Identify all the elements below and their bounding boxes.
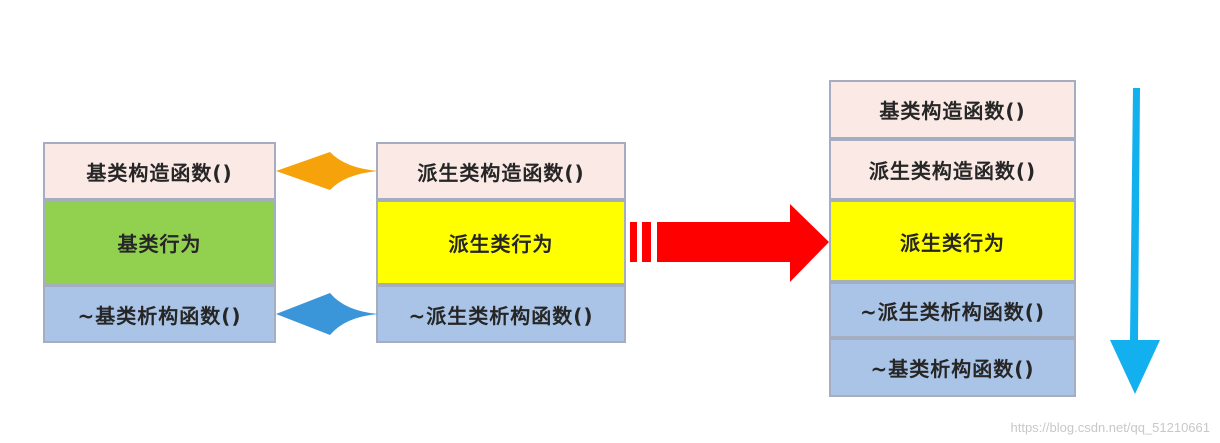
order-derived-ctor-label: 派生类构造函数() (868, 159, 1037, 183)
blue-down-arrow (1110, 88, 1160, 394)
order-derived-dtor-label: ~派生类析构函数() (859, 299, 1046, 324)
order-derived-dtor-box: ~派生类析构函数() (829, 282, 1076, 338)
derived-dtor-box: ~派生类析构函数() (376, 285, 626, 343)
order-derived-behavior-box: 派生类行为 (829, 200, 1076, 282)
order-derived-ctor-box: 派生类构造函数() (829, 139, 1076, 200)
order-base-dtor-box: ~基类析构函数() (829, 338, 1076, 397)
derived-behavior-box: 派生类行为 (376, 200, 626, 285)
blue-left-arrow (276, 293, 378, 335)
base-behavior-label: 基类行为 (117, 232, 202, 256)
red-right-arrow (630, 204, 829, 282)
order-base-ctor-box: 基类构造函数() (829, 80, 1076, 139)
base-behavior-box: 基类行为 (43, 200, 276, 285)
base-ctor-box: 基类构造函数() (43, 142, 276, 200)
watermark: https://blog.csdn.net/qq_51210661 (1010, 420, 1211, 435)
derived-ctor-label: 派生类构造函数() (417, 160, 585, 185)
base-dtor-box: ~基类析构函数() (43, 285, 276, 343)
base-dtor-label: ~基类析构函数() (77, 303, 242, 328)
order-base-ctor-label: 基类构造函数() (879, 99, 1026, 123)
derived-behavior-label: 派生类行为 (448, 232, 554, 256)
order-base-dtor-label: ~基类析构函数() (870, 357, 1035, 381)
order-derived-behavior-label: 派生类行为 (900, 230, 1005, 255)
derived-ctor-box: 派生类构造函数() (376, 142, 626, 200)
derived-dtor-label: ~派生类析构函数() (408, 303, 594, 328)
orange-left-arrow (276, 152, 378, 190)
base-ctor-label: 基类构造函数() (86, 160, 233, 185)
